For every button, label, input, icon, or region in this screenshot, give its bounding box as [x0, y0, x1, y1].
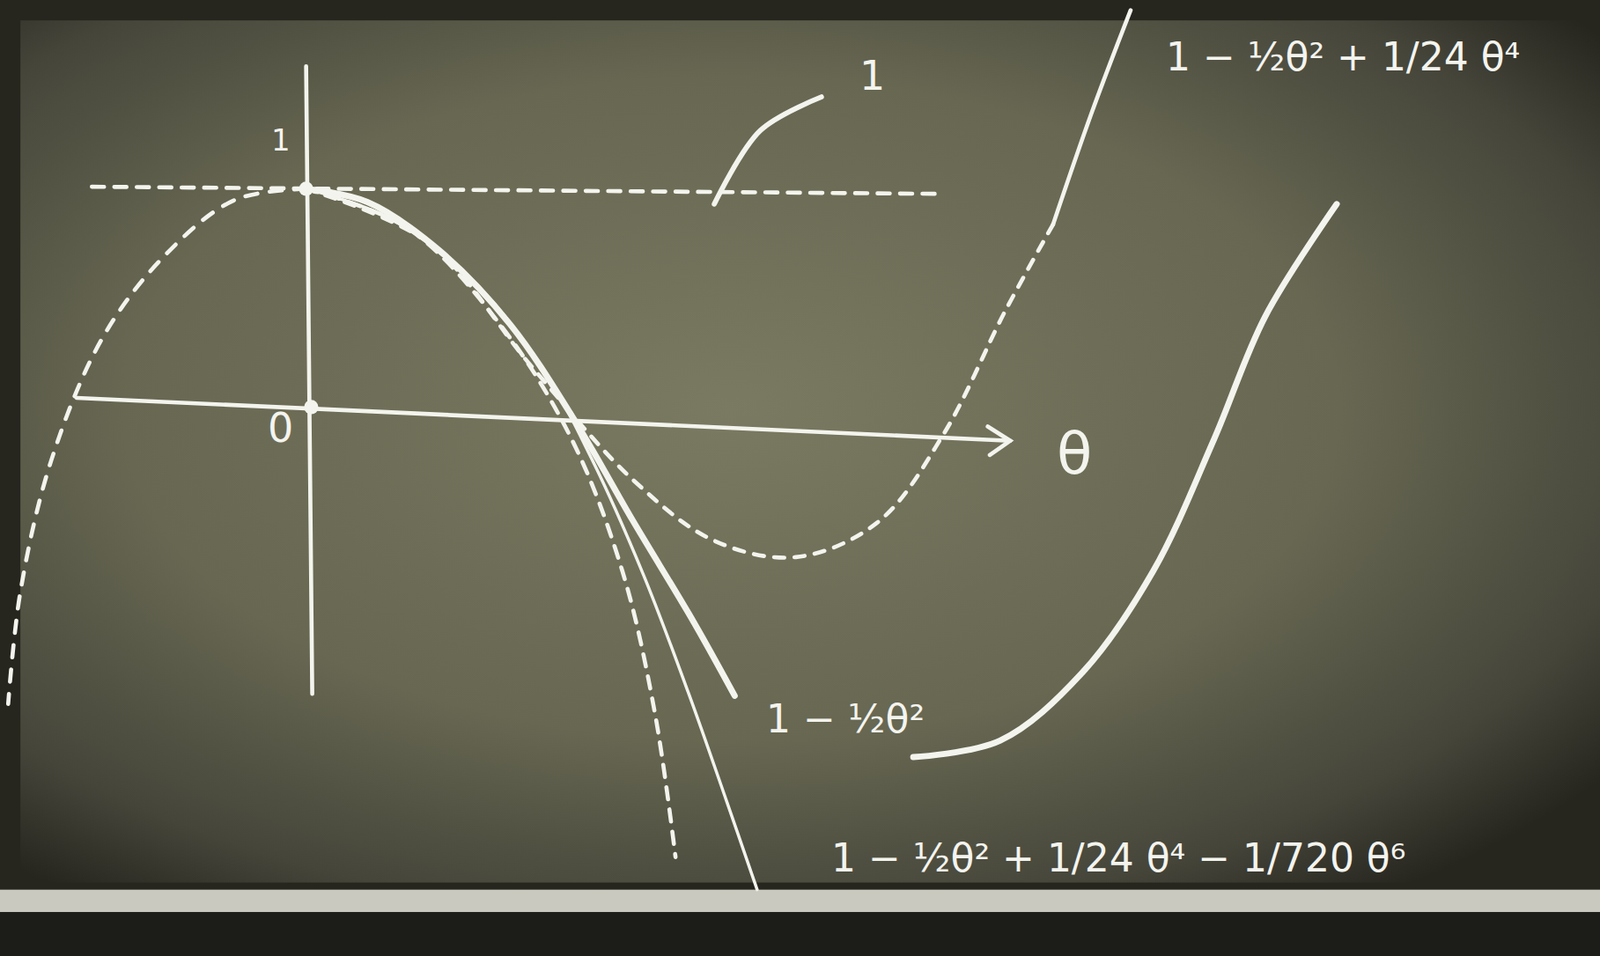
board-surface: [20, 20, 1600, 883]
y-equals-1-dashed: [91, 186, 939, 194]
second-order-curve: [306, 188, 758, 890]
fourth-order-solid: [1053, 10, 1131, 225]
fourth-order-dashed: [306, 188, 1054, 558]
fourth-order-dashed-left: [7, 188, 306, 704]
sweeping-curve: [913, 204, 1337, 758]
leader-line: [714, 96, 822, 205]
formula-label: 1 − ½θ² + 1/24 θ⁴: [1162, 33, 1524, 82]
curve-label: 1: [855, 51, 889, 102]
plot: [7, 10, 1337, 891]
sixth-order-dashed: [306, 188, 676, 857]
tick-label: 1: [267, 121, 295, 160]
origin-label: 0: [264, 403, 297, 454]
axis-arrowhead: [988, 426, 1011, 455]
chalk-tray: [0, 890, 1600, 913]
tray-shadow: [0, 912, 1600, 956]
point-dot: [299, 181, 314, 196]
axis-label: θ: [1053, 419, 1096, 490]
theta-axis: [76, 398, 1011, 442]
cos-curve: [306, 188, 736, 696]
y-axis: [306, 66, 313, 694]
formula-label: 1 − ½θ²: [762, 695, 929, 745]
formula-label: 1 − ½θ² + 1/24 θ⁴ − 1/720 θ⁶: [827, 834, 1409, 884]
point-dot: [303, 399, 318, 414]
